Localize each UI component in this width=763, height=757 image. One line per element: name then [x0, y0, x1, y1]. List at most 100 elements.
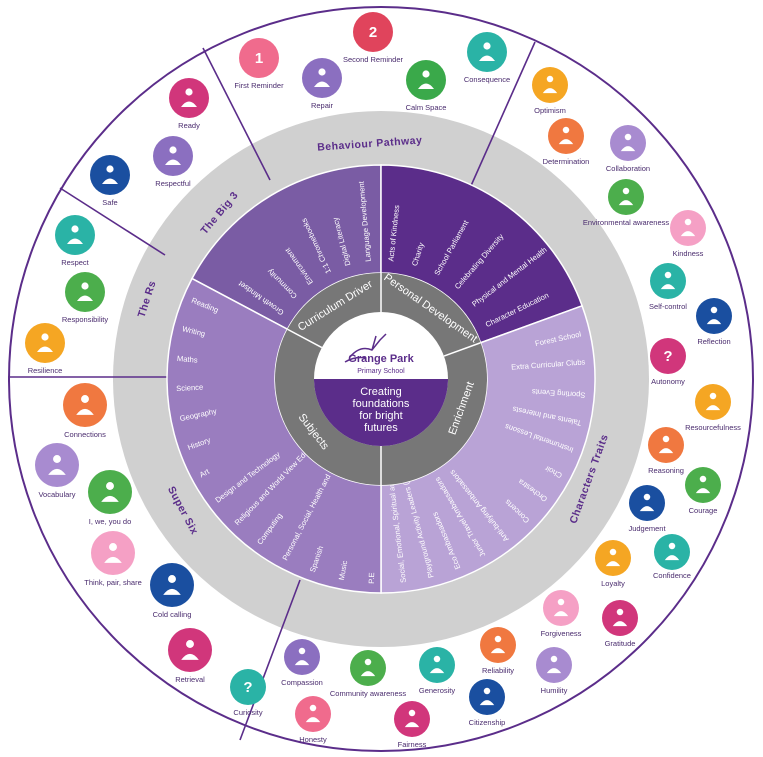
kindness-label: Kindness [673, 249, 704, 258]
calm-space-label: Calm Space [406, 103, 447, 112]
connections-label: Connections [64, 430, 106, 439]
reflection-label: Reflection [697, 337, 730, 346]
respectful-icon [153, 136, 193, 176]
deer-logo [344, 333, 387, 363]
reliability-icon [480, 627, 516, 663]
respect-label: Respect [61, 258, 89, 267]
optimism-label: Optimism [534, 106, 566, 115]
citizenship-label: Citizenship [469, 718, 506, 727]
vocabulary-icon [35, 443, 79, 487]
reflection-icon [696, 298, 732, 334]
compassion-label: Compassion [281, 678, 323, 687]
tagline-2: foundations [353, 398, 410, 410]
repair-icon [302, 58, 342, 98]
think-pair-share-icon [91, 531, 135, 575]
core-divider [443, 342, 481, 357]
calm-space-icon [406, 60, 446, 100]
svg-text:?: ? [243, 679, 252, 696]
school-name: Grange Park [348, 353, 414, 365]
first-reminder-label: First Reminder [234, 81, 284, 90]
i-we-you-do-label: I, we, you do [89, 517, 132, 526]
tagline-4: futures [364, 422, 398, 434]
ready-label: Ready [178, 121, 200, 130]
citizenship-icon [469, 679, 505, 715]
autonomy-icon: ? [650, 338, 686, 374]
fairness-icon [394, 701, 430, 737]
core-divider [287, 328, 323, 349]
second-reminder-label: Second Reminder [343, 55, 404, 64]
divider-line [59, 187, 166, 256]
reliability-label: Reliability [482, 666, 514, 675]
repair-label: Repair [311, 101, 334, 110]
resilience-icon [25, 323, 65, 363]
honesty-icon [295, 696, 331, 732]
forgiveness-icon [543, 590, 579, 626]
tagline-1: Creating [360, 386, 402, 398]
optimism-icon [532, 67, 568, 103]
autonomy-label: Autonomy [651, 377, 685, 386]
curiosity-label: Curiosity [233, 708, 262, 717]
collaboration-label: Collaboration [606, 164, 650, 173]
honesty-label: Honesty [299, 735, 327, 744]
safe-label: Safe [102, 198, 117, 207]
consequence-icon [467, 32, 507, 72]
judgement-label: Judgement [628, 524, 666, 533]
resilience-label: Resilience [28, 366, 63, 375]
loyalty-icon [654, 534, 690, 570]
retrieval-label: Retrieval [175, 675, 205, 684]
forgiveness-label: Forgiveness [541, 629, 582, 638]
ready-icon [169, 78, 209, 118]
think-pair-share-label: Think, pair, share [84, 578, 142, 587]
kindness-icon [670, 210, 706, 246]
community-awareness-label: Community awareness [330, 689, 407, 698]
confidence-label: Loyalty [601, 579, 625, 588]
responsibility-icon [65, 272, 105, 312]
svg-text:1: 1 [255, 50, 263, 67]
humility-icon [536, 647, 572, 683]
retrieval-icon [168, 628, 212, 672]
humility-label: Humility [541, 686, 568, 695]
subjects-item: Science [176, 383, 204, 394]
fairness-label: Fairness [398, 740, 427, 749]
enrichment-item: Sporting Events [531, 387, 585, 400]
connections-icon [63, 383, 107, 427]
generosity-icon [419, 647, 455, 683]
self-control-icon [650, 263, 686, 299]
determination-icon [548, 118, 584, 154]
school-sub: Primary School [357, 368, 405, 375]
svg-text:2: 2 [369, 24, 377, 41]
resourcefulness-icon [695, 384, 731, 420]
generosity-label: Generosity [419, 686, 456, 695]
judgement-icon [629, 485, 665, 521]
divider-line [469, 41, 536, 189]
reasoning-label: Reasoning [648, 466, 684, 475]
vocabulary-label: Vocabulary [38, 490, 75, 499]
gratitude-icon [602, 600, 638, 636]
respect-icon [55, 215, 95, 255]
safe-icon [90, 155, 130, 195]
reasoning-icon [648, 427, 684, 463]
divider-line [239, 579, 301, 741]
loyalty-label: Confidence [653, 571, 691, 580]
center-purple [314, 379, 448, 446]
confidence-icon [595, 540, 631, 576]
environmental-awareness-label: Environmental awareness [583, 218, 670, 227]
svg-text:?: ? [663, 348, 672, 365]
subjects-item: Music [337, 560, 349, 581]
first-reminder-icon: 1 [239, 38, 279, 78]
respectful-label: Respectful [155, 179, 191, 188]
tagline-3: for bright [359, 410, 402, 422]
responsibility-label: Responsibility [62, 315, 109, 324]
determination-label: Determination [543, 157, 590, 166]
self-control-label: Self-control [649, 302, 687, 311]
collaboration-icon [610, 125, 646, 161]
consequence-label: Consequence [464, 75, 510, 84]
courage-icon [685, 467, 721, 503]
resourcefulness-label: Resourcefulness [685, 423, 741, 432]
second-reminder-icon: 2 [353, 12, 393, 52]
environmental-awareness-icon [608, 179, 644, 215]
subjects-item: P.E [367, 572, 376, 584]
i-we-you-do-icon [88, 470, 132, 514]
